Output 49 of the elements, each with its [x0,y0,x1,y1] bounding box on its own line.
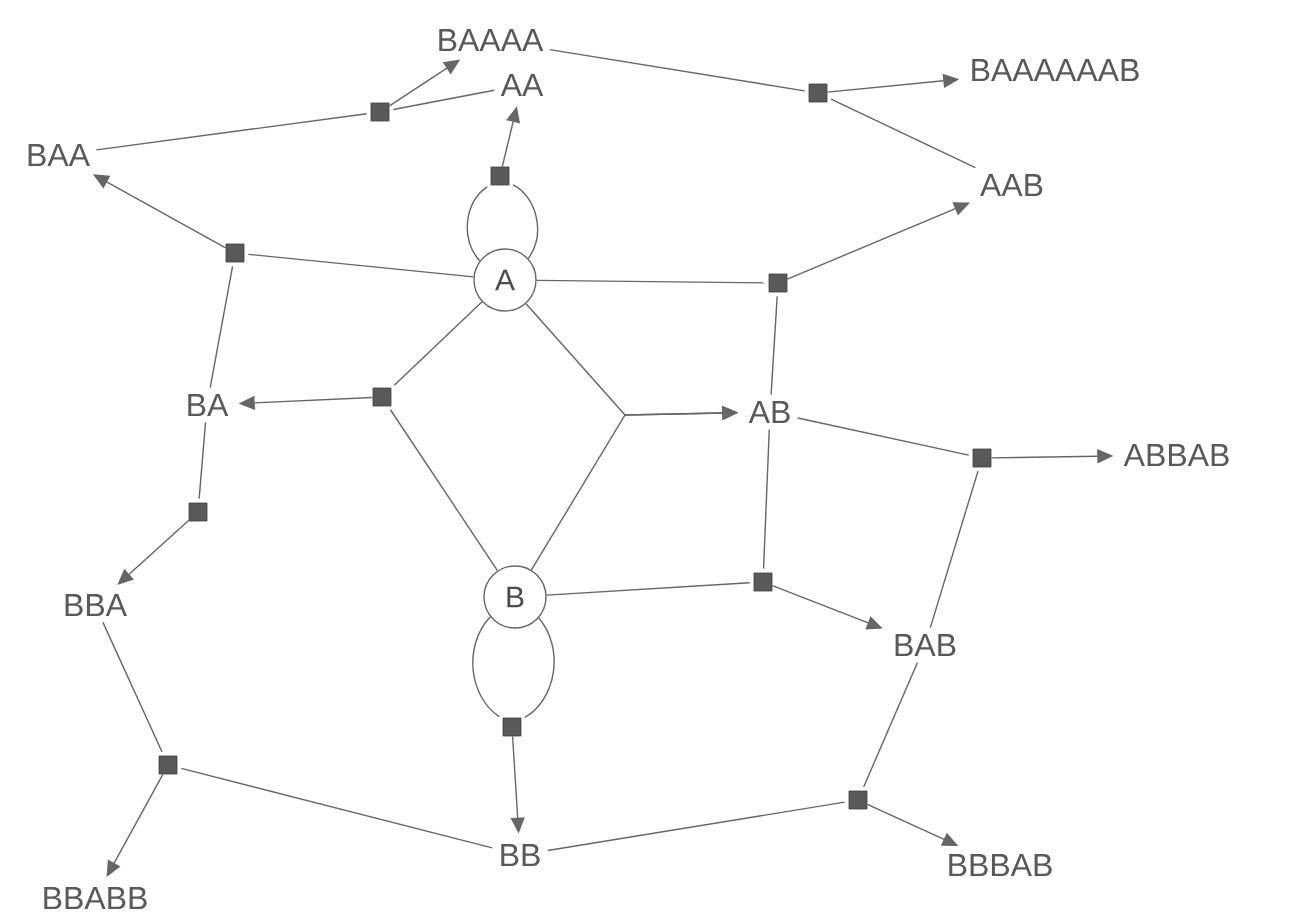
connector-line [198,421,207,500]
junction-square [158,755,178,775]
string-label: BAAAA [439,29,544,51]
connector-line [536,279,766,284]
arrow [117,519,190,585]
connector-line [762,428,770,570]
connector-line [180,767,493,849]
connector-line [392,89,495,111]
junction-square [225,243,245,263]
string-label: BAA [28,144,90,166]
connector-line [512,184,539,260]
connector-line [549,48,806,92]
junction-square [188,502,208,522]
string-label: AA [500,74,544,96]
connector-line [247,253,475,278]
string-label: BB [501,844,540,866]
junction-square [848,790,868,810]
string-label: BA [188,394,229,416]
string-label: BBBAB [949,854,1052,876]
junction-square [753,572,773,592]
connector-line [95,113,368,151]
junction-square [972,448,992,468]
connector-line [524,617,555,719]
junction-square [490,166,510,186]
connector-line [209,265,234,389]
junction-square [502,717,522,737]
junction-square [768,273,788,293]
connector-line [393,301,483,386]
string-label: BBABB [44,887,147,909]
connector-line [770,295,778,396]
connector-line [797,417,970,456]
connector-line [830,98,976,169]
connector-line [102,621,163,753]
string-label: AB [748,401,790,423]
junction-square [372,387,392,407]
string-label: BAAAAAAB [972,59,1139,81]
junction-square [370,102,390,122]
connector-line [389,409,499,572]
connector-line [547,801,846,852]
string-label: ABBAB [1123,444,1229,466]
connector-line [545,582,751,596]
connector-line [862,661,919,788]
connector-line [929,470,979,629]
string-label: BBA [65,594,127,616]
junction-square [808,83,828,103]
connector-line [472,616,500,718]
string-label: AAB [980,174,1043,196]
connector-line [466,186,488,262]
string-label: BAB [895,634,956,656]
